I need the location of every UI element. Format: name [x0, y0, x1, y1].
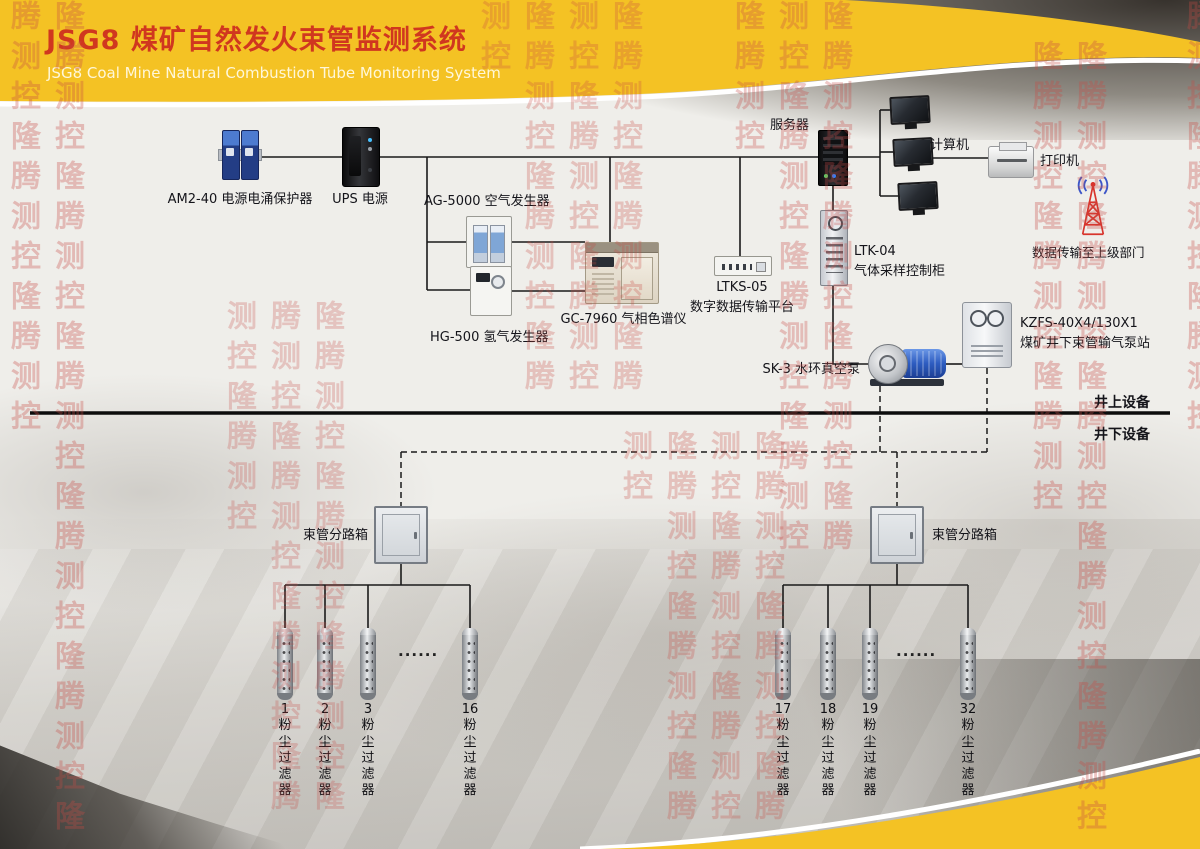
device-detail [823, 638, 833, 690]
page-subtitle: JSG8 Coal Mine Natural Combustion Tube M… [47, 64, 501, 82]
filter-name: 粉尘过滤器 [318, 718, 332, 799]
filter-caption: 19 粉尘过滤器 [859, 702, 881, 800]
hydrogen-generator-device [470, 266, 512, 316]
device-detail [592, 273, 614, 297]
underground-zone-label: 井下设备 [1094, 427, 1150, 443]
surge-module [222, 130, 240, 180]
filter-number: 18 [819, 702, 837, 717]
filter-name: 粉尘过滤器 [361, 718, 375, 799]
dust-filter [775, 628, 791, 700]
surge-protector-label: AM2-40 电源电涌保护器 [167, 192, 313, 207]
computer-monitor [892, 136, 934, 168]
server-device [818, 130, 848, 186]
computer-label: 计算机 [930, 138, 970, 153]
corner-banner [580, 749, 1200, 849]
dust-filter [317, 628, 333, 700]
filter-name: 粉尘过滤器 [776, 718, 790, 799]
kzfs-name-label: 煤矿井下束管输气泵站 [1020, 336, 1151, 351]
filter-caption: 32 粉尘过滤器 [957, 702, 979, 800]
vacuum-pump-device [868, 342, 946, 386]
kzfs-model-label: KZFS-40X4/130X1 [1020, 316, 1138, 331]
filter-name: 粉尘过滤器 [961, 718, 975, 799]
dust-filter [277, 628, 293, 700]
device-detail [621, 257, 653, 300]
page-title: JSG8 煤矿自然发火束管监测系统 [46, 25, 467, 56]
filter-name: 粉尘过滤器 [821, 718, 835, 799]
device-detail [592, 257, 614, 267]
filter-caption: 3 粉尘过滤器 [357, 702, 379, 800]
server-label: 服务器 [770, 118, 810, 133]
device-detail [778, 638, 788, 690]
ltk-name-label: 气体采样控制柜 [854, 264, 946, 279]
data-transmission-platform-device [714, 256, 772, 276]
surge-protector-device [218, 130, 262, 180]
gas-chromatograph-device [585, 242, 659, 304]
filter-caption: 17 粉尘过滤器 [772, 702, 794, 800]
sampling-control-cabinet-device [820, 210, 848, 286]
ellipsis-left: ...... [398, 642, 439, 660]
device-detail [865, 638, 875, 690]
branch-box-left-label: 束管分路箱 [302, 528, 368, 543]
air-generator-label: AG-5000 空气发生器 [424, 194, 550, 209]
ups-label: UPS 电源 [332, 192, 388, 207]
branch-box-right-label: 束管分路箱 [932, 528, 998, 543]
antenna-icon [1077, 176, 1109, 236]
ltk-model-label: LTK-04 [854, 244, 896, 259]
filter-name: 粉尘过滤器 [463, 718, 477, 799]
gauge-icon [987, 310, 1004, 327]
dust-filter [820, 628, 836, 700]
hydrogen-generator-label: HG-500 氢气发生器 [430, 330, 549, 345]
filter-name: 粉尘过滤器 [863, 718, 877, 799]
dtp-model-label: LTKS-05 [716, 280, 768, 295]
gas-chromatograph-label: GC-7960 气相色谱仪 [560, 312, 687, 327]
ups-device [342, 127, 380, 187]
filter-caption: 18 粉尘过滤器 [817, 702, 839, 800]
device-detail [902, 349, 946, 378]
device-detail [870, 379, 944, 386]
filter-number: 16 [461, 702, 479, 717]
filter-number: 32 [959, 702, 977, 717]
device-detail [465, 638, 475, 690]
filter-number: 3 [363, 702, 373, 717]
air-generator-device [466, 216, 512, 268]
dust-filter [360, 628, 376, 700]
filter-caption: 16 粉尘过滤器 [459, 702, 481, 800]
computer-monitor [889, 94, 931, 126]
uplink-label: 数据传输至上级部门 [1032, 245, 1145, 260]
ellipsis-right: ...... [896, 642, 937, 660]
filter-number: 17 [774, 702, 792, 717]
device-detail [363, 638, 373, 690]
printer-device [988, 142, 1034, 178]
dust-filter [960, 628, 976, 700]
dust-filter [862, 628, 878, 700]
printer-label: 打印机 [1040, 154, 1080, 169]
header-banner [0, 0, 1200, 108]
filter-caption: 2 粉尘过滤器 [314, 702, 336, 800]
device-detail [280, 638, 290, 690]
vacuum-pump-label: SK-3 水环真空泵 [762, 362, 860, 377]
branch-box-right [870, 506, 924, 564]
filter-name: 粉尘过滤器 [278, 718, 292, 799]
surge-module [241, 130, 259, 180]
device-detail [320, 638, 330, 690]
filter-number: 1 [280, 702, 290, 717]
filter-number: 19 [861, 702, 879, 717]
filter-number: 2 [320, 702, 330, 717]
dtp-name-label: 数字数据传输平台 [689, 300, 794, 315]
pump-station-device [962, 302, 1012, 368]
device-detail [963, 638, 973, 690]
computer-monitor [897, 180, 939, 212]
device-detail [868, 344, 908, 384]
branch-box-left [374, 506, 428, 564]
filter-caption: 1 粉尘过滤器 [274, 702, 296, 800]
surface-zone-label: 井上设备 [1094, 395, 1150, 411]
dust-filter [462, 628, 478, 700]
